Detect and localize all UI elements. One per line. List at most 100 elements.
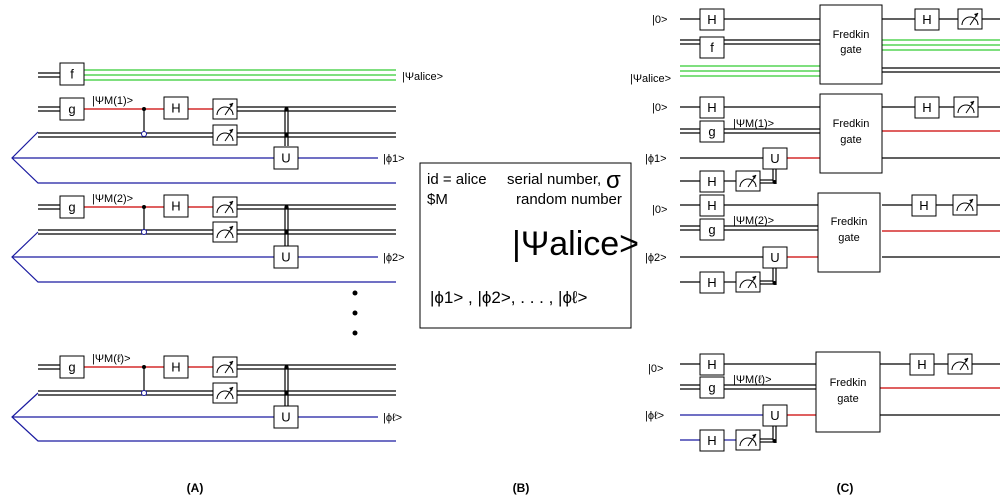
fredkin-gate-1-line2: gate bbox=[840, 44, 861, 56]
h-gate-a1-label: H bbox=[171, 101, 180, 116]
h-gate-c5-label: H bbox=[707, 275, 716, 290]
phi1-output-label: |ϕ1> bbox=[383, 153, 405, 165]
psi-ml-label: |ΨM(ℓ)> bbox=[733, 374, 772, 386]
g-gate-c1-label: g bbox=[708, 124, 715, 139]
u-gate-c1-label: U bbox=[770, 151, 779, 166]
h-gate-c2 bbox=[699, 96, 725, 119]
u-gate-l bbox=[273, 405, 299, 429]
f-gate-label: f bbox=[70, 67, 74, 82]
h-gate-c6 bbox=[699, 353, 725, 376]
panel-c-label: (C) bbox=[837, 481, 854, 495]
h-gate-c6-out-label: H bbox=[917, 357, 926, 372]
panel-a-label: (A) bbox=[187, 481, 204, 495]
meter-icon bbox=[735, 170, 761, 192]
g-gate-c3 bbox=[699, 376, 725, 399]
h-gate-c4-out-label: H bbox=[919, 198, 928, 213]
zero-state-label: |0> bbox=[652, 102, 667, 114]
panel-b: id = alice $M serial number, σ random nu… bbox=[419, 162, 639, 495]
h-gate-al bbox=[163, 355, 189, 379]
u-gate-1-label: U bbox=[281, 151, 290, 166]
banknote-card bbox=[419, 162, 632, 329]
phil-output-label: |ϕℓ> bbox=[383, 412, 402, 424]
block-l: g |ΨM(ℓ)> H U |ϕℓ> bbox=[11, 353, 402, 442]
card-random-line: random number bbox=[516, 191, 622, 208]
psi-alice-input-label: |Ψalice> bbox=[630, 73, 671, 85]
h-gate-c6-out bbox=[909, 353, 935, 376]
g-gate-c2 bbox=[699, 218, 725, 241]
fredkin-gate-3 bbox=[817, 192, 881, 273]
u-gate-c2 bbox=[762, 246, 788, 269]
h-gate-c7-label: H bbox=[707, 433, 716, 448]
zero-state-label: |0> bbox=[652, 204, 667, 216]
card-sigma: σ bbox=[606, 167, 621, 194]
fredkin-gate-2-line2: gate bbox=[840, 134, 861, 146]
h-gate-c1-out-label: H bbox=[922, 12, 931, 27]
u-gate-c1 bbox=[762, 147, 788, 170]
card-psi-big: |Ψalice> bbox=[512, 225, 639, 263]
g-gate-c3-label: g bbox=[708, 380, 715, 395]
panel-b-label: (B) bbox=[513, 481, 530, 495]
meter-icon bbox=[212, 221, 238, 243]
h-gate-a1 bbox=[163, 96, 189, 120]
block-1: g |ΨM(1)> H U |ϕ1> bbox=[11, 95, 405, 184]
fredkin-gate-4 bbox=[815, 351, 881, 433]
c-top-block: H f |0> |Ψalice> Fredkin gate H bbox=[630, 4, 1000, 85]
f-gate-c bbox=[699, 36, 725, 59]
f-row: f |Ψalice> bbox=[38, 62, 443, 86]
h-gate-c2-out bbox=[914, 96, 940, 119]
meter-icon bbox=[212, 382, 238, 404]
g-gate-1 bbox=[59, 97, 85, 121]
h-gate-c4 bbox=[699, 194, 725, 217]
phil-input-label: |ϕℓ> bbox=[645, 410, 664, 422]
h-gate-c1-out bbox=[914, 8, 940, 31]
h-gate-c4-label: H bbox=[707, 198, 716, 213]
g-gate-c2-label: g bbox=[708, 222, 715, 237]
panel-c: H f |0> |Ψalice> Fredkin gate H bbox=[630, 4, 1000, 495]
u-gate-c2-label: U bbox=[770, 250, 779, 265]
u-gate-l-label: U bbox=[281, 410, 290, 425]
card-serial-line: serial number, bbox=[507, 171, 601, 188]
meter-icon bbox=[953, 96, 979, 118]
phi1-input-label: |ϕ1> bbox=[645, 153, 667, 165]
fredkin-gate-2-line1: Fredkin bbox=[833, 118, 870, 130]
u-gate-1 bbox=[273, 146, 299, 170]
phi2-output-label: |ϕ2> bbox=[383, 252, 405, 264]
psi-alice-output-label: |Ψalice> bbox=[402, 71, 443, 83]
g-gate-2 bbox=[59, 195, 85, 219]
c-phi1-block: |0> H g |ΨM(1)> |ϕ1> U H Fredkin gate H bbox=[645, 93, 1000, 193]
u-gate-2-label: U bbox=[281, 250, 290, 265]
psi-ml-label: |ΨM(ℓ)> bbox=[92, 353, 131, 365]
meter-icon bbox=[212, 196, 238, 218]
h-gate-c3-label: H bbox=[707, 174, 716, 189]
h-gate-c3 bbox=[699, 170, 725, 193]
h-gate-c1-label: H bbox=[707, 12, 716, 27]
h-gate-c1 bbox=[699, 8, 725, 31]
zero-state-label: |0> bbox=[648, 363, 663, 375]
phi2-input-label: |ϕ2> bbox=[645, 252, 667, 264]
h-gate-a2 bbox=[163, 194, 189, 218]
block-2: g |ΨM(2)> H U |ϕ2> bbox=[11, 193, 405, 283]
h-gate-a2-label: H bbox=[171, 199, 180, 214]
h-gate-c4-out bbox=[911, 194, 937, 217]
c-phil-block: |0> H g |ΨM(ℓ)> |ϕℓ> U H Fredkin gate H bbox=[645, 351, 1000, 452]
zero-state-label: |0> bbox=[652, 14, 667, 26]
meter-icon bbox=[957, 8, 983, 30]
fredkin-gate-1-line1: Fredkin bbox=[833, 29, 870, 41]
meter-icon bbox=[735, 429, 761, 451]
fredkin-gate-1 bbox=[819, 4, 883, 85]
meter-icon bbox=[212, 356, 238, 378]
fredkin-gate-4-line1: Fredkin bbox=[830, 377, 867, 389]
meter-icon bbox=[212, 98, 238, 120]
f-gate-c-label: f bbox=[710, 40, 714, 55]
vertical-ellipsis bbox=[352, 290, 358, 336]
h-gate-c5 bbox=[699, 271, 725, 294]
g-gate-c1 bbox=[699, 120, 725, 143]
h-gate-c7 bbox=[699, 429, 725, 452]
fredkin-gate-2 bbox=[819, 93, 883, 174]
meter-icon bbox=[212, 124, 238, 146]
u-gate-2 bbox=[273, 245, 299, 269]
f-gate bbox=[59, 62, 85, 86]
card-phis-line: |ϕ1> , |ϕ2>, . . . , |ϕℓ> bbox=[430, 288, 587, 307]
g-gate-2-label: g bbox=[68, 200, 75, 215]
